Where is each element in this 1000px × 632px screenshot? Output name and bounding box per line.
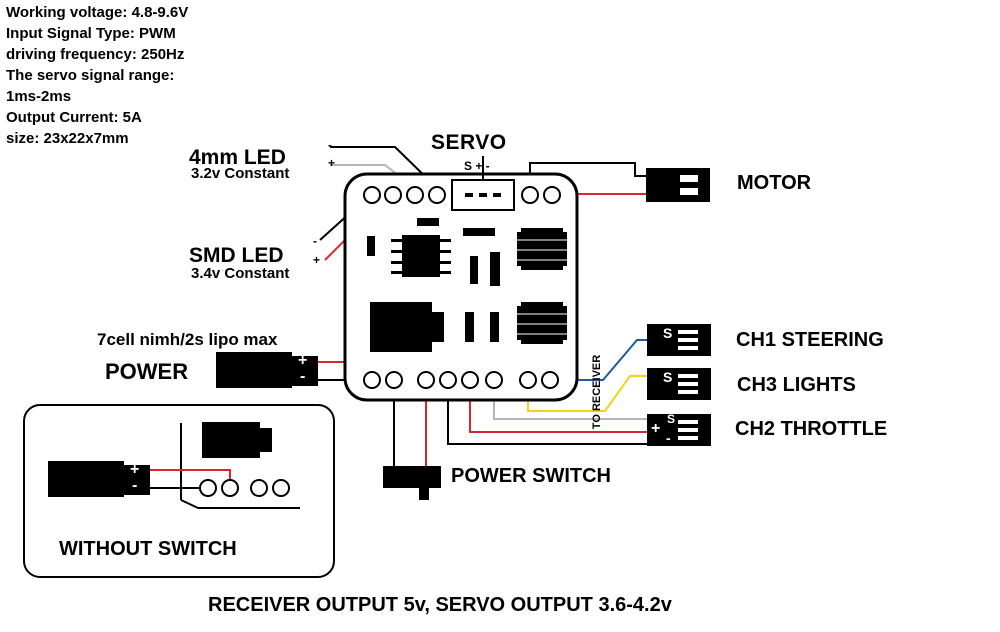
pad-bot-5 bbox=[461, 371, 479, 389]
footer-note: RECEIVER OUTPUT 5v, SERVO OUTPUT 3.6-4.2… bbox=[208, 594, 672, 616]
inset-pad-4 bbox=[272, 479, 290, 497]
pad-bot-8 bbox=[541, 371, 559, 389]
spec-input-signal: Input Signal Type: PWM bbox=[6, 25, 176, 42]
ch2-plus-label: + bbox=[651, 420, 661, 437]
spec-working-voltage: Working voltage: 4.8-9.6V bbox=[6, 4, 189, 21]
led4-subtitle: 3.2v Constant bbox=[191, 165, 290, 182]
mosfet-top bbox=[517, 228, 567, 270]
ch2-connector bbox=[647, 414, 711, 446]
power-label: POWER bbox=[105, 359, 189, 384]
smd-subtitle: 3.4v Constant bbox=[191, 265, 290, 282]
inset-regulator bbox=[202, 422, 272, 458]
ch2-label: CH2 THROTTLE bbox=[735, 418, 888, 440]
ch1-s-label: S bbox=[663, 325, 673, 341]
spec-signal-range: The servo signal range: bbox=[6, 67, 175, 84]
ch2-minus-label: - bbox=[666, 430, 671, 446]
pad-top-3 bbox=[406, 186, 424, 204]
led4-title: 4mm LED bbox=[189, 146, 286, 169]
mosfet-bottom bbox=[517, 302, 567, 344]
smd-title: SMD LED bbox=[189, 244, 284, 267]
pad-motor-1 bbox=[521, 186, 539, 204]
ch3-label: CH3 LIGHTS bbox=[737, 374, 856, 396]
servo-label: SERVO bbox=[431, 131, 507, 154]
battery-minus: - bbox=[300, 368, 306, 385]
power-note: 7cell nimh/2s lipo max bbox=[97, 330, 278, 349]
ch1-connector bbox=[647, 324, 711, 356]
spec-frequency: driving frequency: 250Hz bbox=[6, 46, 185, 63]
pad-top-4 bbox=[428, 186, 446, 204]
pad-bot-4 bbox=[439, 371, 457, 389]
battery-connector bbox=[216, 352, 318, 388]
to-receiver-label: TO RECEIVER bbox=[591, 354, 603, 430]
ch3-s-label: S bbox=[663, 369, 673, 385]
inset-pad-1 bbox=[199, 479, 217, 497]
pad-top-2 bbox=[384, 186, 402, 204]
spec-size: size: 23x22x7mm bbox=[6, 130, 129, 147]
power-switch-label: POWER SWITCH bbox=[451, 465, 611, 487]
pad-motor-2 bbox=[543, 186, 561, 204]
without-switch-label: WITHOUT SWITCH bbox=[59, 538, 237, 560]
spec-output-current: Output Current: 5A bbox=[6, 109, 142, 126]
inset-battery-connector bbox=[48, 461, 150, 497]
inset-pad-2 bbox=[221, 479, 239, 497]
ch3-connector bbox=[647, 368, 711, 400]
smd-plus: + bbox=[313, 253, 321, 267]
pad-bot-2 bbox=[385, 371, 403, 389]
inset-pad-3 bbox=[250, 479, 268, 497]
ch2-s-label: S bbox=[667, 412, 676, 426]
pad-bot-1 bbox=[363, 371, 381, 389]
motor-wire-black bbox=[529, 162, 646, 190]
pad-bot-6 bbox=[485, 371, 503, 389]
ch1-label: CH1 STEERING bbox=[736, 329, 884, 351]
led4-plus: + bbox=[328, 156, 336, 170]
spec-signal-range-value: 1ms-2ms bbox=[6, 88, 72, 105]
pad-top-1 bbox=[363, 186, 381, 204]
regulator bbox=[370, 302, 444, 352]
led4-minus: - bbox=[328, 138, 332, 152]
pad-bot-7 bbox=[519, 371, 537, 389]
inset-battery-plus: + bbox=[130, 461, 140, 478]
inset-battery-minus: - bbox=[132, 477, 138, 494]
pad-bot-3 bbox=[417, 371, 435, 389]
ic-chip-left bbox=[391, 235, 451, 277]
battery-plus: + bbox=[298, 352, 308, 369]
motor-connector bbox=[646, 168, 710, 202]
power-switch bbox=[383, 466, 441, 500]
servo-pin-label: S + - bbox=[464, 159, 490, 173]
smd-minus: - bbox=[313, 234, 317, 248]
motor-label: MOTOR bbox=[737, 172, 812, 194]
